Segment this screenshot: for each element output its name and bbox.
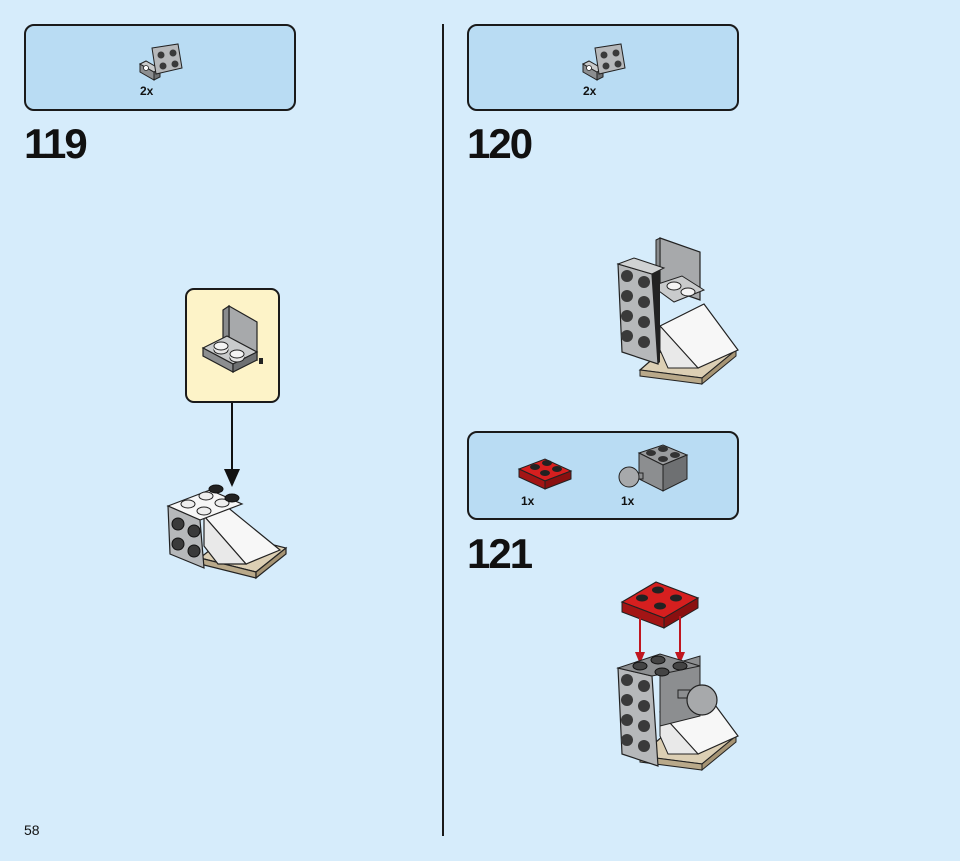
bracket-2x2-gray-icon (581, 43, 626, 81)
step-119-number: 119 (24, 120, 88, 167)
step-121-part-2-qty: 1x (621, 494, 635, 508)
plate-2x2-red-icon (517, 458, 573, 490)
page-number: 58 (24, 822, 40, 838)
step-121-part-1-qty: 1x (521, 494, 535, 508)
step-120-number: 120 (467, 120, 533, 167)
step-120-part-qty: 2x (583, 84, 597, 98)
step-119-parts-callout: 2x (24, 24, 296, 111)
step-121-number: 121 (467, 530, 533, 577)
step-121-model (616, 581, 739, 772)
step-121-parts-callout: 1x 1x (467, 431, 739, 520)
brick-ball-joint-gray-icon (618, 444, 689, 492)
page-column-divider (442, 24, 444, 836)
step-119-model (166, 484, 288, 580)
bracket-2x2-gray-icon (201, 304, 263, 373)
step-119-subassembly-callout (185, 288, 280, 403)
step-119-part-qty: 2x (140, 84, 154, 98)
step-120-parts-callout: 2x (467, 24, 739, 111)
placement-arrow (224, 403, 240, 487)
bracket-2x2-gray-icon (138, 43, 183, 81)
step-120-model (616, 237, 739, 386)
